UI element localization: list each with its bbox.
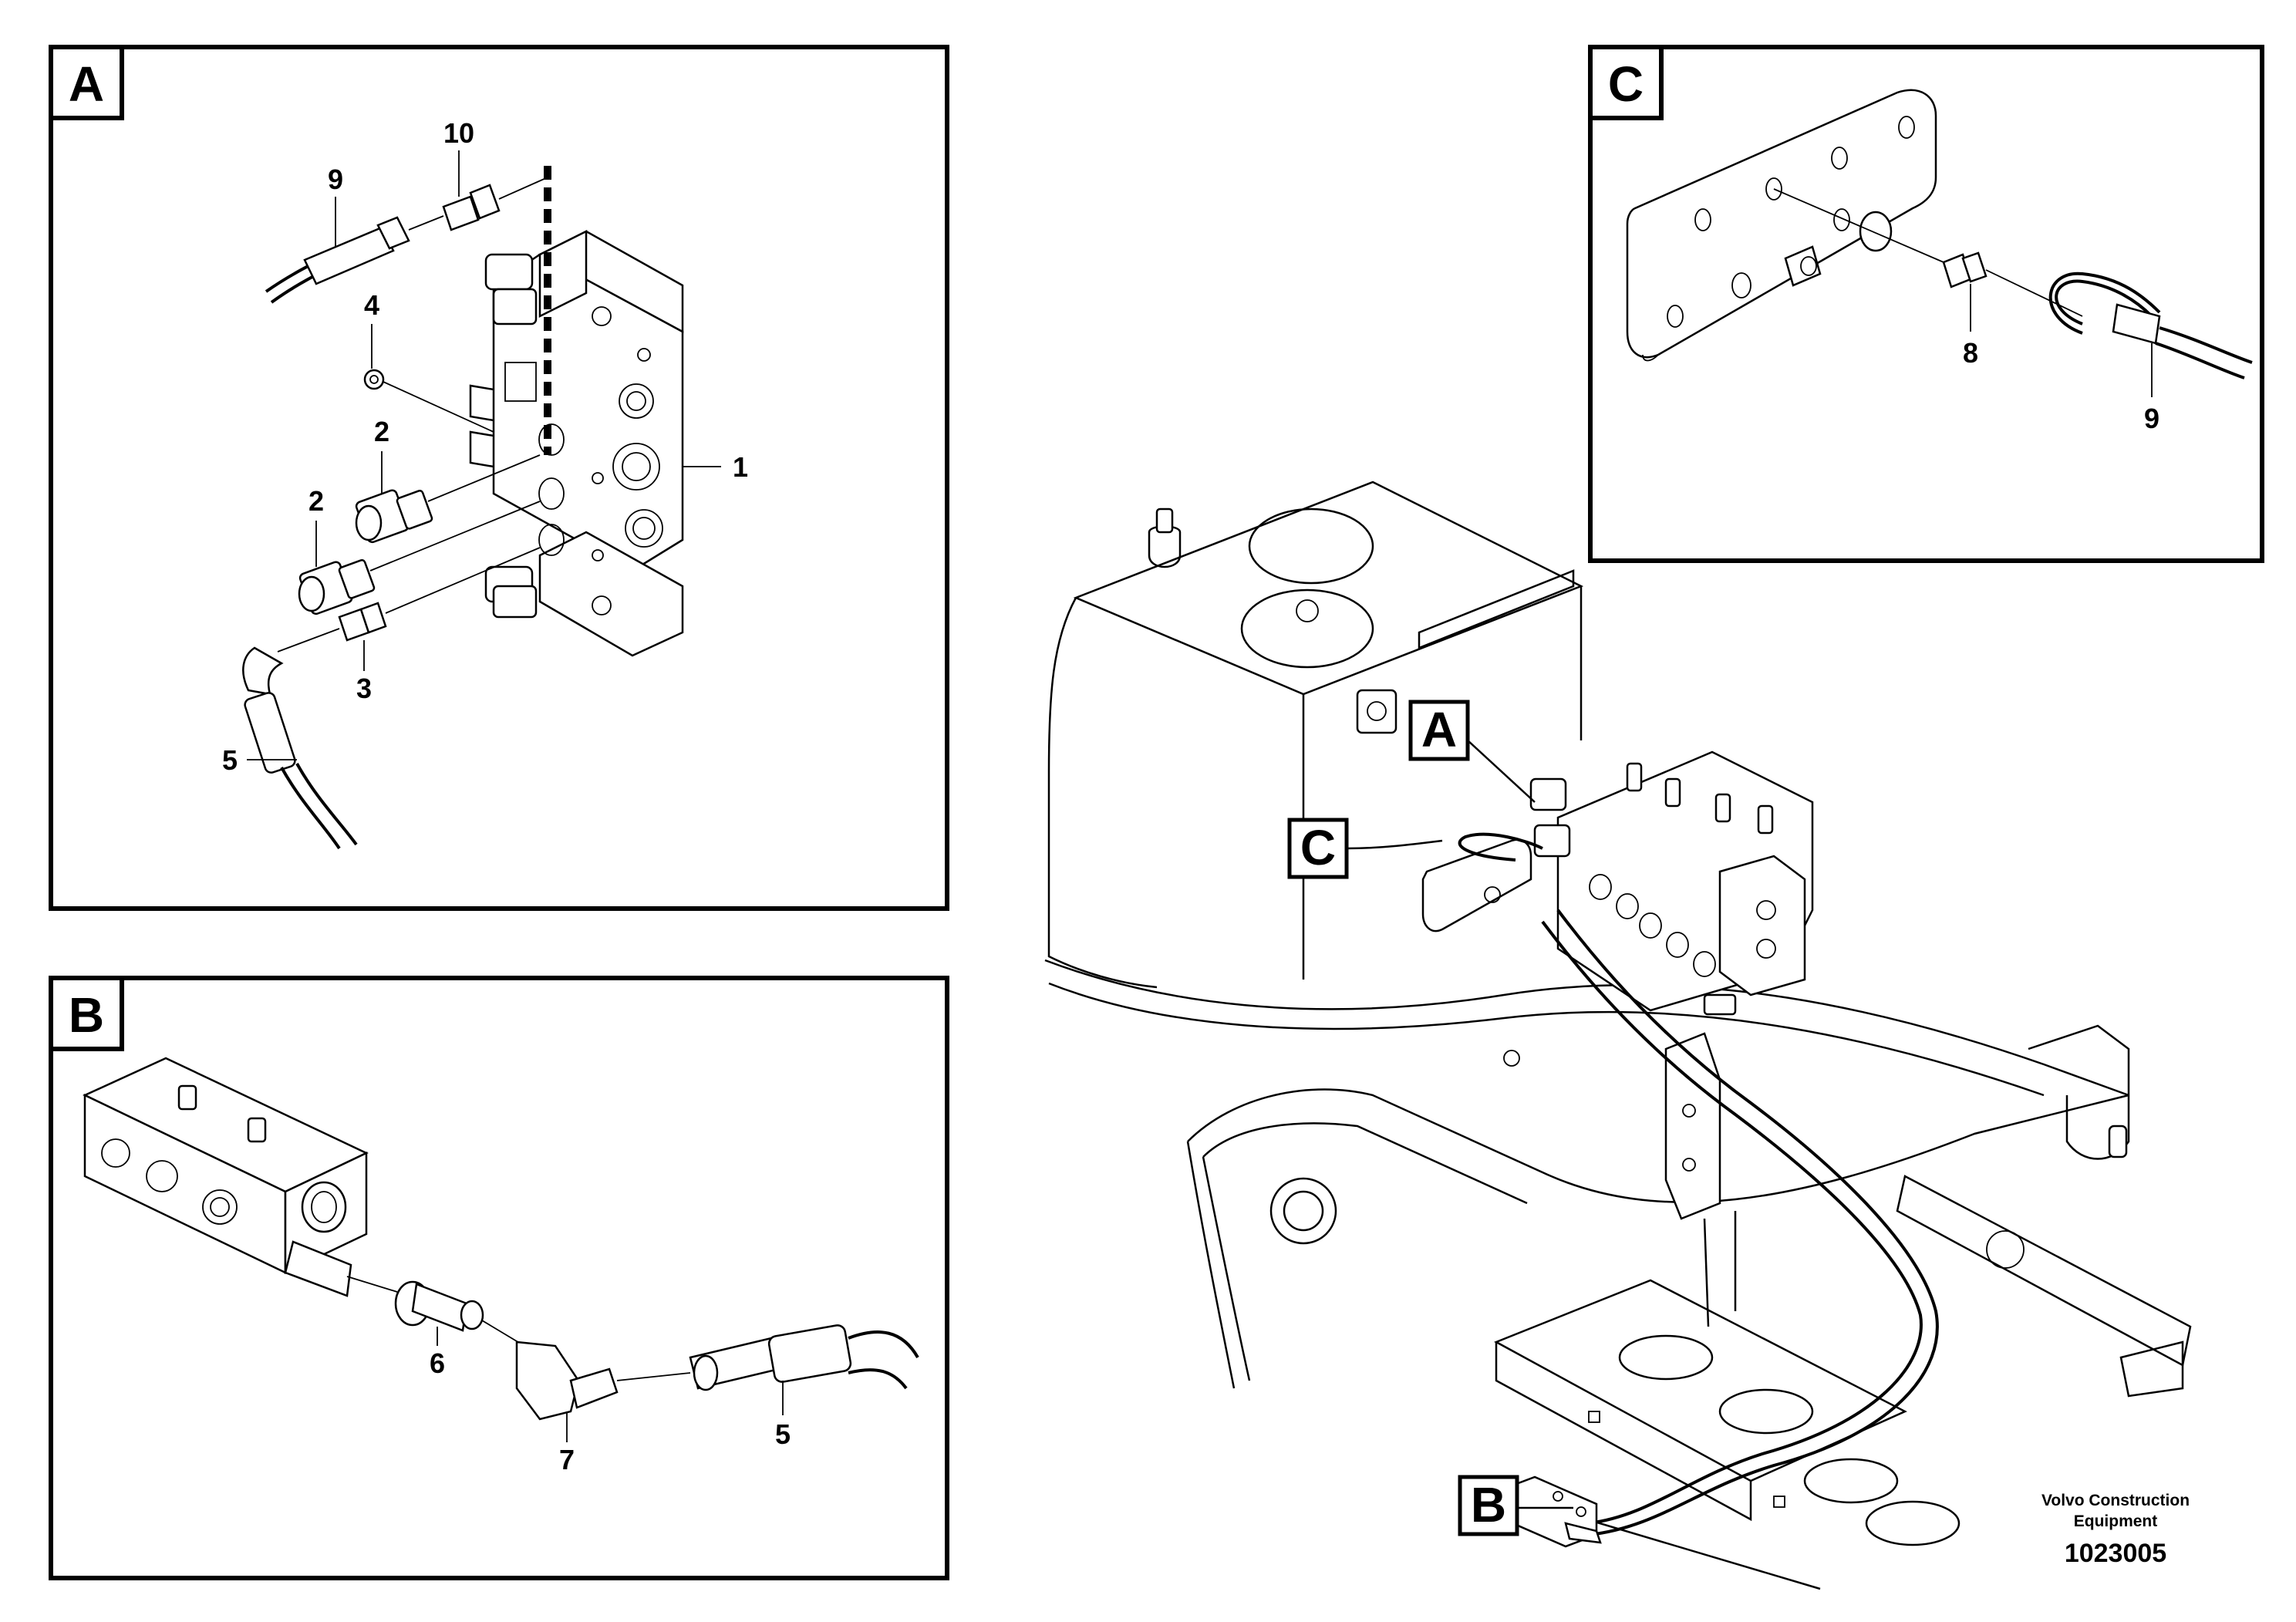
valve-block [469,229,684,657]
overview-tag-b: B [1471,1477,1506,1533]
overview-leader-c [1346,839,1443,850]
main-control-valve [1529,750,1814,1016]
pilot-plate [1421,832,1543,932]
elbow-7 [481,1320,691,1421]
fitting-8 [1942,251,2083,317]
callout-5-a: 5 [222,744,238,776]
callout-9-c: 9 [2144,403,2159,434]
upper-frame [1044,959,2130,1389]
detail-view-b-frame [49,976,949,1580]
plug-2-lower [298,501,541,615]
detail-view-a-tag: A [69,56,104,112]
callout-5-b: 5 [775,1418,791,1450]
hose-9-c [2048,271,2253,379]
hydraulic-tank [1047,481,1584,989]
detail-view-b-tag-box [49,976,124,1051]
callout-4: 4 [364,289,379,321]
callout-1: 1 [733,451,748,483]
brand-line-2: Equipment [2074,1512,2158,1530]
port-axis-line-c [1773,188,1944,263]
hose-support-bracket [1664,1032,1737,1327]
machine-overview: A C B [1044,481,2192,1590]
washer-4 [363,369,494,433]
callout-2-lower: 2 [308,485,324,517]
callout-2-upper: 2 [374,416,389,447]
overview-tag-a-box [1408,700,1470,761]
callout-7: 7 [559,1444,575,1475]
detail-view-c: C 8 9 [1588,45,2264,563]
callout-8: 8 [1963,337,1978,369]
plug-2-upper [355,454,541,544]
mounting-plate [1626,89,1937,362]
hose-9-a [265,215,444,304]
detail-view-c-tag-box [1588,45,1664,120]
base-plate [1494,1279,1961,1590]
detail-view-c-frame [1588,45,2264,563]
distribution-block [83,1057,369,1297]
overview-tag-a: A [1421,702,1457,757]
fitting-10 [442,177,548,231]
overview-tag-c: C [1300,820,1336,875]
pilot-hose [1541,909,1939,1536]
fitting-3 [277,547,541,653]
hose-5-a [242,646,358,850]
hose-5-b [689,1324,919,1391]
detail-view-b-tag: B [69,987,104,1043]
overview-tag-b-box [1458,1475,1519,1536]
fitting-6 [346,1276,484,1332]
brand-line-1: Volvo Construction [2041,1492,2190,1509]
detail-view-a: A [49,45,949,911]
detail-view-a-frame [49,45,949,911]
detail-view-a-tag-box [49,45,124,120]
side-bracket [1896,1175,2192,1398]
callout-9-a: 9 [328,164,343,195]
overview-leader-a [1467,740,1536,803]
callout-10: 10 [443,117,474,149]
callout-6: 6 [430,1347,445,1379]
detail-view-b: B [49,976,949,1580]
drawing-number: 1023005 [2065,1539,2166,1568]
detail-view-c-tag: C [1608,56,1644,112]
callout-3: 3 [356,673,372,704]
